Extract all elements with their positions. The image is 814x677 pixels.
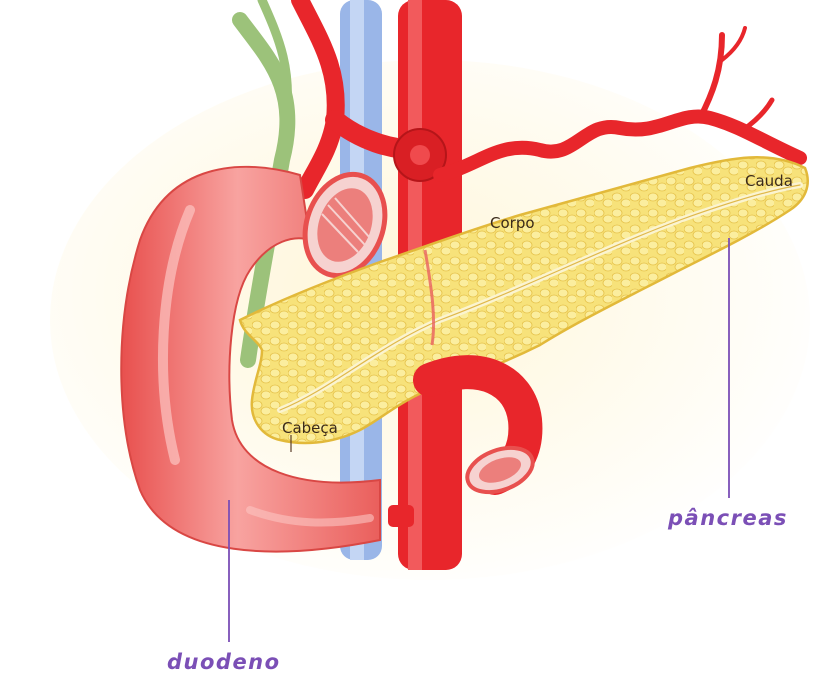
label-cauda: Cauda	[745, 172, 793, 190]
label-corpo: Corpo	[490, 214, 535, 232]
celiac-origin-highlight	[410, 145, 430, 165]
label-cabeca: Cabeça	[282, 419, 338, 437]
aorta-small-branch	[388, 505, 414, 527]
label-pancreas: pâncreas	[668, 506, 788, 530]
label-duodeno: duodeno	[167, 650, 281, 674]
